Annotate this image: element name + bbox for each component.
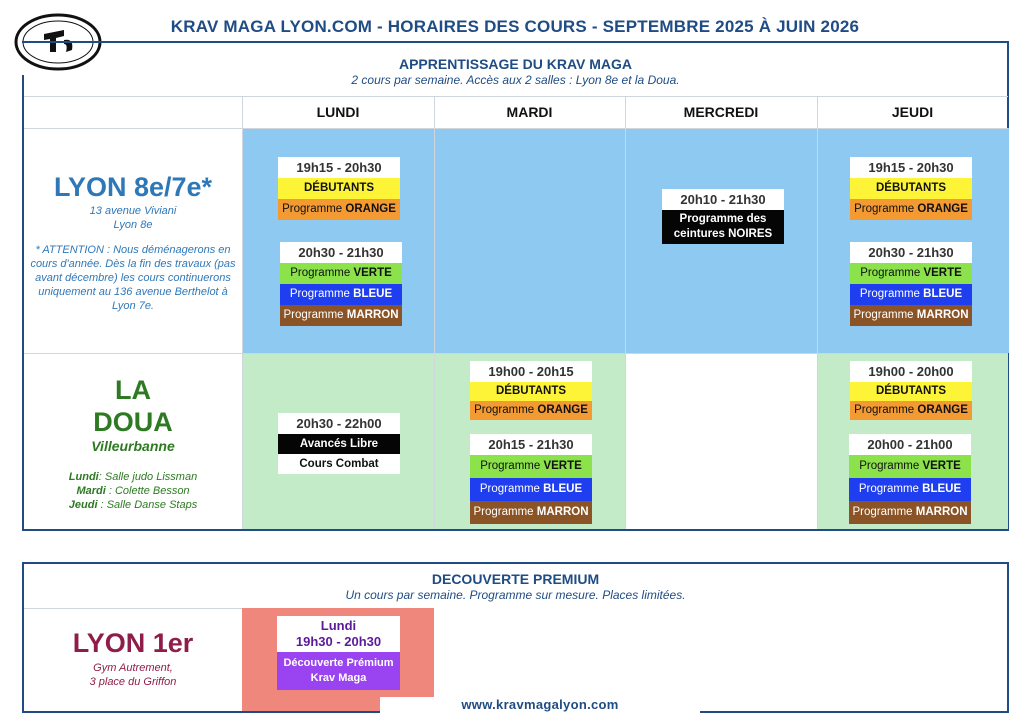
- grid-line: [24, 353, 1008, 354]
- class-programme-marron: Programme MARRON: [280, 305, 402, 326]
- class-time: 20h00 - 21h00: [849, 434, 971, 455]
- class-time: 20h30 - 22h00: [278, 413, 400, 434]
- website-link[interactable]: www.kravmagalyon.com: [380, 697, 700, 717]
- class-programme-orange: Programme ORANGE: [850, 401, 972, 420]
- class-time: 19h15 - 20h30: [850, 157, 972, 178]
- grid-line: [817, 96, 818, 529]
- premium-city-name: LYON 1er: [72, 628, 194, 658]
- premium-card-day: Lundi: [320, 618, 357, 633]
- lyon8-city-name: LYON 8e/7e*: [53, 172, 213, 202]
- class-level-debutants: DÉBUTANTS: [850, 382, 972, 401]
- class-time: 19h15 - 20h30: [278, 157, 400, 178]
- class-card: 20h30 - 21h30 Programme VERTE Programme …: [280, 242, 402, 326]
- class-time: 20h30 - 21h30: [280, 242, 402, 263]
- class-card: 19h15 - 20h30 DÉBUTANTS Programme ORANGE: [850, 157, 972, 220]
- doua-city-name-line1: LA: [115, 375, 151, 405]
- doua-room-mardi: Mardi : Colette Besson: [76, 485, 190, 497]
- class-level-debutants: DÉBUTANTS: [470, 382, 592, 401]
- day-header-lundi: LUNDI: [316, 104, 360, 120]
- class-programme-bleue: Programme BLEUE: [280, 284, 402, 305]
- class-card: 20h00 - 21h00 Programme VERTE Programme …: [849, 434, 971, 524]
- class-programme-marron: Programme MARRON: [849, 501, 971, 524]
- section-title: APPRENTISSAGE DU KRAV MAGA: [398, 56, 633, 72]
- class-programme-orange: Programme ORANGE: [850, 199, 972, 220]
- class-avances-libre: Avancés Libre: [278, 434, 400, 454]
- class-programme-bleue: Programme BLEUE: [849, 478, 971, 501]
- class-programme-orange: Programme ORANGE: [470, 401, 592, 420]
- premium-section-subtitle: Un cours par semaine. Programme sur mesu…: [345, 588, 686, 602]
- class-programme-verte: Programme VERTE: [850, 263, 972, 284]
- doua-room-jeudi: Jeudi : Salle Danse Staps: [68, 499, 198, 511]
- class-time: 19h00 - 20h15: [470, 361, 592, 382]
- frame-left-border: [22, 75, 24, 531]
- day-header-mardi: MARDI: [506, 104, 553, 120]
- class-time: 20h15 - 21h30: [470, 434, 592, 455]
- grid-line: [24, 608, 242, 609]
- class-card: 20h30 - 21h30 Programme VERTE Programme …: [850, 242, 972, 326]
- class-programme-bleue: Programme BLEUE: [850, 284, 972, 305]
- premium-card-label-line1: Découverte Prémium: [283, 657, 394, 669]
- grid-line: [24, 128, 1008, 129]
- class-programme-verte: Programme VERTE: [280, 263, 402, 284]
- class-card: 19h00 - 20h00 DÉBUTANTS Programme ORANGE: [850, 361, 972, 420]
- premium-address-line2: 3 place du Griffon: [89, 676, 177, 688]
- premium-class-card: Lundi 19h30 - 20h30 Découverte Prémium K…: [277, 616, 400, 690]
- doua-city-name-line2: DOUA: [93, 407, 173, 437]
- premium-card-header: Lundi 19h30 - 20h30: [277, 616, 400, 652]
- premium-section-title: DECOUVERTE PREMIUM: [431, 571, 600, 587]
- class-level-debutants: DÉBUTANTS: [278, 178, 400, 199]
- section-subtitle: 2 cours par semaine. Accès aux 2 salles …: [351, 73, 680, 87]
- class-programme-verte: Programme VERTE: [849, 455, 971, 478]
- doua-room-lundi: Lundi: Salle judo Lissman: [68, 471, 198, 483]
- class-time: 20h10 - 21h30: [662, 189, 784, 210]
- class-level-debutants: DÉBUTANTS: [850, 178, 972, 199]
- class-card: 19h15 - 20h30 DÉBUTANTS Programme ORANGE: [278, 157, 400, 220]
- page-title: KRAV MAGA LYON.COM - HORAIRES DES COURS …: [170, 17, 860, 36]
- grid-line: [242, 96, 243, 529]
- grid-line: [24, 96, 1008, 97]
- class-card: 20h30 - 22h00 Avancés Libre Cours Combat: [278, 413, 400, 474]
- day-header-jeudi: JEUDI: [891, 104, 934, 120]
- doua-subtitle: Villeurbanne: [91, 438, 175, 454]
- class-programme-bleue: Programme BLEUE: [470, 478, 592, 501]
- premium-address-line1: Gym Autrement,: [93, 662, 173, 674]
- class-programme-orange: Programme ORANGE: [278, 199, 400, 220]
- class-card: 20h15 - 21h30 Programme VERTE Programme …: [470, 434, 592, 524]
- lyon8-address-line1: 13 avenue Viviani: [89, 205, 177, 217]
- class-programme-noires: Programme des ceintures NOIRES: [662, 210, 784, 244]
- class-programme-marron: Programme MARRON: [850, 305, 972, 326]
- day-header-mercredi: MERCREDI: [683, 104, 759, 120]
- class-card: 20h10 - 21h30 Programme des ceintures NO…: [662, 189, 784, 244]
- class-time: 19h00 - 20h00: [850, 361, 972, 382]
- class-cours-combat: Cours Combat: [278, 454, 400, 474]
- class-card: 19h00 - 20h15 DÉBUTANTS Programme ORANGE: [470, 361, 592, 420]
- grid-line: [625, 96, 626, 529]
- class-programme-verte: Programme VERTE: [470, 455, 592, 478]
- class-programme-marron: Programme MARRON: [470, 501, 592, 524]
- lyon8-address-line2: Lyon 8e: [113, 219, 153, 231]
- grid-line: [434, 96, 435, 529]
- premium-card-label: Découverte Prémium Krav Maga: [277, 652, 400, 690]
- premium-card-time: 19h30 - 20h30: [295, 634, 382, 649]
- premium-card-label-line2: Krav Maga: [310, 672, 367, 684]
- lyon8-move-notice: * ATTENTION : Nous déménagerons en cours…: [30, 244, 236, 312]
- class-time: 20h30 - 21h30: [850, 242, 972, 263]
